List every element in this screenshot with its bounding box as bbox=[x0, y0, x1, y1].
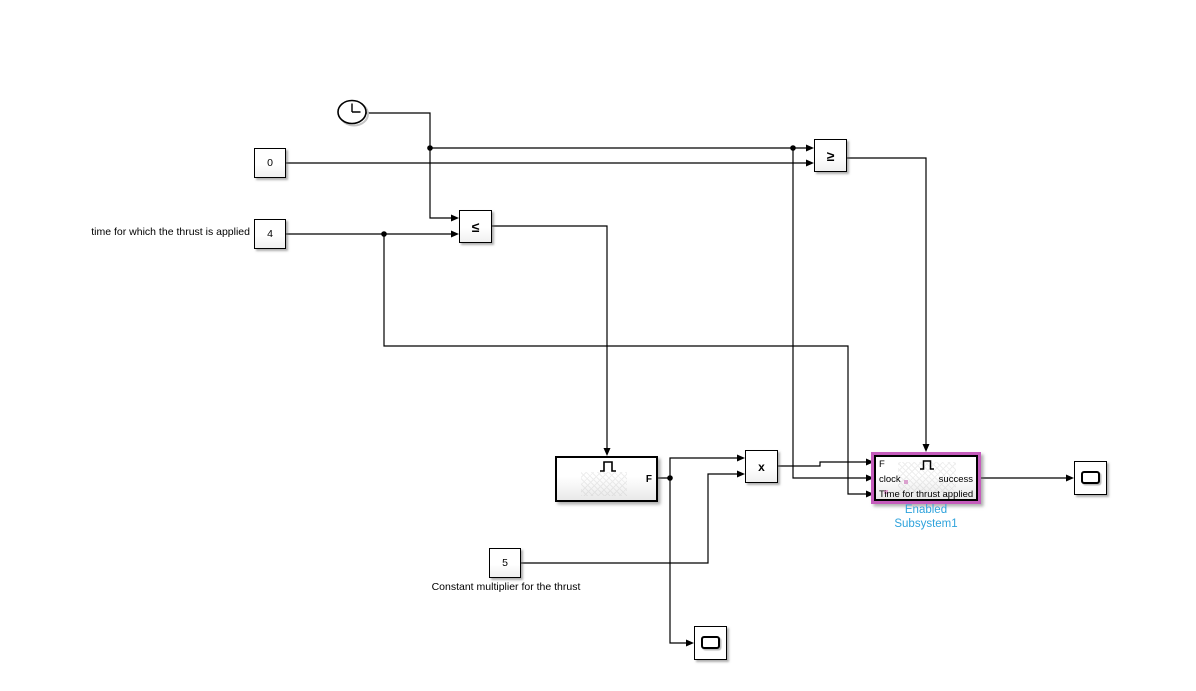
lte-symbol: ≤ bbox=[471, 218, 480, 235]
wire-junctions bbox=[381, 145, 796, 481]
wire-gte-to-enable[interactable] bbox=[847, 157, 927, 450]
wire-arrowheads bbox=[451, 144, 1074, 647]
thrust-subsystem-block[interactable]: F bbox=[555, 456, 658, 502]
constant-four-value: 4 bbox=[267, 228, 273, 240]
wire-lte-to-enable[interactable] bbox=[492, 225, 608, 454]
scope-block-thrust[interactable] bbox=[694, 626, 727, 660]
wire-product-to-subsystem[interactable] bbox=[778, 461, 871, 467]
wire-f-to-scope2[interactable] bbox=[669, 478, 692, 644]
thrust-subsystem-output-port-label: F bbox=[645, 474, 652, 485]
wire-four-to-subsystem[interactable] bbox=[383, 234, 871, 495]
enable-pulse-icon bbox=[600, 461, 616, 472]
wire-f-to-product[interactable] bbox=[658, 457, 743, 479]
annotation-thrust-multiplier[interactable]: Constant multiplier for the thrust bbox=[431, 581, 581, 593]
wire-clock-to-lte[interactable] bbox=[366, 112, 457, 219]
enabled-subsystem1-name[interactable]: Enabled Subsystem1 bbox=[866, 503, 986, 531]
product-symbol: x bbox=[758, 459, 765, 474]
subsystem-watermark bbox=[581, 472, 627, 496]
enabled-subsystem1-body: F clock Time for thrust applied success bbox=[874, 455, 978, 501]
input-port-label-f: F bbox=[879, 459, 885, 470]
input-port-label-clock: clock bbox=[879, 474, 901, 485]
clock-block[interactable] bbox=[337, 99, 369, 127]
watermark-dot bbox=[884, 490, 888, 494]
wire-five-to-product[interactable] bbox=[521, 473, 743, 564]
gte-symbol: ≥ bbox=[826, 147, 835, 164]
clock-hands-icon bbox=[351, 103, 361, 113]
enable-pulse-icon bbox=[920, 460, 934, 470]
watermark-dot bbox=[904, 480, 908, 484]
constant-five-block[interactable]: 5 bbox=[489, 548, 521, 578]
output-port-label-success: success bbox=[938, 474, 973, 485]
enabled-subsystem1-block[interactable]: F clock Time for thrust applied success bbox=[871, 452, 981, 504]
lte-relational-operator-block[interactable]: ≤ bbox=[459, 210, 492, 243]
scope-screen-icon bbox=[701, 636, 720, 649]
product-block[interactable]: x bbox=[745, 450, 778, 483]
constant-four-block[interactable]: 4 bbox=[254, 219, 286, 249]
input-port-label-time: Time for thrust applied bbox=[879, 490, 974, 500]
enabled-subsystem1-name-line1: Enabled bbox=[904, 504, 948, 516]
constant-zero-value: 0 bbox=[267, 157, 273, 169]
scope-block-success[interactable] bbox=[1074, 461, 1107, 495]
constant-zero-block[interactable]: 0 bbox=[254, 148, 286, 178]
scope-screen-icon bbox=[1081, 471, 1100, 484]
subsystem-watermark bbox=[898, 462, 956, 492]
annotation-thrust-time[interactable]: time for which the thrust is applied bbox=[91, 226, 250, 238]
gte-relational-operator-block[interactable]: ≥ bbox=[814, 139, 847, 172]
enabled-subsystem1-name-line2: Subsystem1 bbox=[894, 518, 958, 530]
wire-clock-to-subsystem[interactable] bbox=[792, 148, 871, 479]
constant-five-value: 5 bbox=[502, 557, 508, 569]
